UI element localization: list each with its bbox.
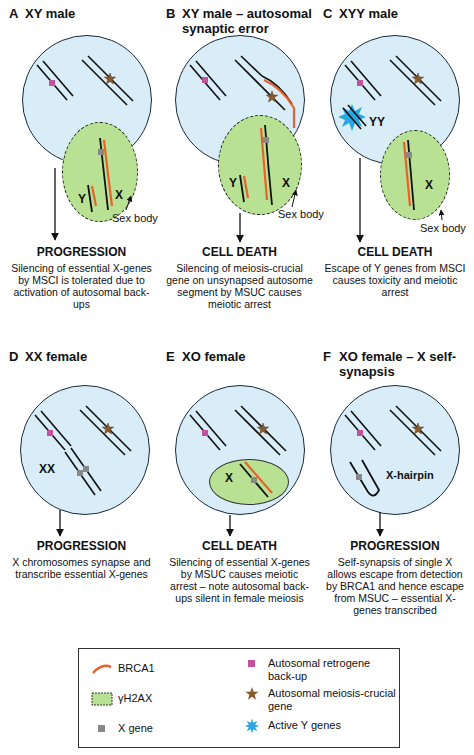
sex-body-label: Sex body: [112, 212, 160, 225]
chromosomes: [37, 56, 133, 240]
sex-body: YX: [218, 115, 302, 215]
legend-swatch: [91, 661, 113, 677]
sex-body-label: Sex body: [420, 222, 470, 235]
outcome-note: Silencing of essential X-genes by MSCI i…: [8, 262, 155, 310]
chromosome-label: YY: [369, 116, 391, 130]
panel-title: XYY male: [339, 7, 464, 22]
chromosome-label: X: [282, 177, 294, 191]
legend-text: BRCA1: [118, 662, 233, 675]
legend-swatch: [241, 656, 263, 672]
legend-text: Autosomal meiosis-crucial gene: [268, 687, 396, 712]
sex-body: YX: [62, 122, 138, 222]
chromosomes: [338, 56, 442, 242]
panel-title: XO female – X self-synapsis: [339, 350, 467, 380]
outcome-note: Self-synapsis of single X allows escape …: [323, 556, 467, 616]
panel-letter: D: [9, 350, 23, 365]
nucleus: FXO female – X self-synapsisX-hairpin: [330, 385, 460, 515]
outcome: CELL DEATH: [163, 540, 316, 554]
legend-text: Autosomal retrogene back-up: [268, 657, 396, 682]
chromosome-label: Y: [78, 193, 90, 207]
outcome: PROGRESSION: [5, 246, 158, 260]
outcome-note: X chromosomes synapse and transcribe ess…: [8, 556, 155, 580]
chromosomes: [190, 56, 296, 242]
chromosomes: [345, 406, 441, 536]
chromosome-label: X: [225, 472, 237, 486]
outcome: PROGRESSION: [5, 540, 158, 554]
legend-swatch: [241, 686, 263, 702]
outcome-note: Silencing of meiosis-crucial gene on uns…: [166, 262, 313, 310]
panel-letter: B: [166, 7, 180, 22]
legend-text: X gene: [118, 722, 233, 735]
outcome: CELL DEATH: [163, 246, 316, 260]
outcome-note: Escape of Y genes from MSCI causes toxic…: [323, 262, 467, 298]
legend-swatch: [241, 718, 263, 734]
panel-title: XX female: [25, 350, 150, 365]
sex-body-label: Sex body: [278, 208, 326, 221]
panel-title: XY male – autosomal synaptic error: [182, 7, 314, 37]
panel-letter: E: [166, 350, 180, 365]
panel-title: XY male: [25, 7, 150, 22]
sex-body: X: [380, 130, 450, 220]
chromosomes: [190, 406, 286, 536]
nucleus: EXO femaleX: [175, 385, 305, 515]
outcome: PROGRESSION: [320, 540, 470, 554]
panel-letter: F: [323, 350, 337, 365]
panel-letter: C: [323, 7, 337, 22]
outcome-note: Silencing of essential X-genes by MSUC c…: [166, 556, 313, 604]
chromosome-label: X-hairpin: [386, 469, 448, 482]
chromosome-label: X: [115, 189, 127, 203]
legend-text: γH2AX: [118, 692, 233, 705]
nucleus: DXX femaleXX: [20, 385, 150, 515]
chromosome-label: X: [425, 179, 437, 193]
panel-title: XO female: [182, 350, 307, 365]
legend-swatch: [91, 721, 113, 737]
chromosome-label: XX: [39, 463, 63, 477]
gamma-h2ax-domain: X: [209, 459, 289, 505]
outcome: CELL DEATH: [320, 246, 470, 260]
chromosomes: [35, 406, 131, 536]
legend-swatch: [91, 691, 113, 707]
chromosome-label: Y: [229, 177, 241, 191]
legend-box: BRCA1 γH2AX X gene Autosomal retrogene back…: [78, 648, 400, 748]
panel-letter: A: [9, 7, 23, 22]
legend-text: Active Y genes: [268, 719, 396, 732]
